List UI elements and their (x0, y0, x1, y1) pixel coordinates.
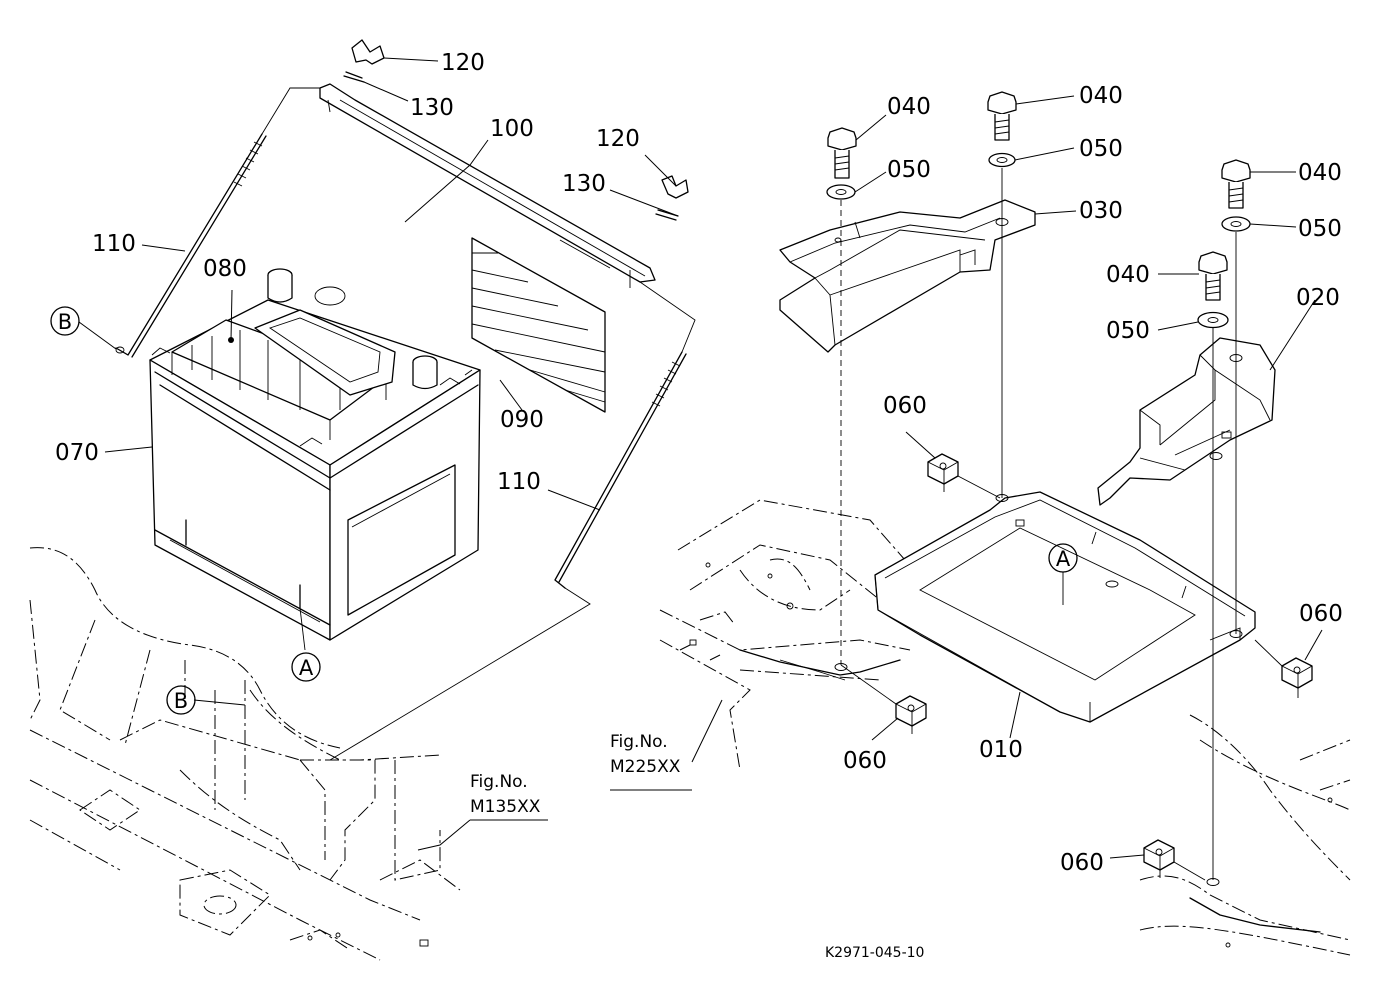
washer-050-a (826, 184, 856, 200)
callout-b-rod: B (50, 306, 80, 336)
svg-text:A: A (1056, 547, 1071, 571)
cage-nut-060-c (1281, 657, 1313, 698)
cage-nut-060-a (927, 453, 959, 492)
wingnut-120-b (655, 175, 689, 221)
bolt-040-a (827, 127, 857, 179)
drawing-code: K2971-045-10 (825, 945, 924, 961)
part-label-040: 040 (1298, 160, 1342, 186)
part-label-040: 040 (887, 94, 931, 120)
callout-a-battery: A (291, 652, 321, 682)
battery-tray-010 (874, 491, 1256, 723)
left-frame-phantom (29, 547, 461, 961)
part-label-110: 110 (497, 469, 541, 495)
svg-text:Fig.No.: Fig.No. (470, 772, 528, 792)
part-label-100: 100 (490, 116, 534, 142)
sheet-090 (471, 237, 606, 413)
bracket-020 (1097, 337, 1276, 506)
part-label-010: 010 (979, 737, 1023, 763)
cage-nut-060-d (1143, 839, 1175, 878)
rod-110-right (554, 351, 687, 589)
bolt-040-d (1198, 251, 1228, 301)
callout-b-frame: B (166, 685, 196, 715)
part-label-130: 130 (410, 95, 454, 121)
part-label-060: 060 (1299, 601, 1343, 627)
part-label-110: 110 (92, 231, 136, 257)
bracket-030 (779, 199, 1036, 353)
figure-reference-right: Fig.No. M225XX (610, 732, 681, 777)
svg-text:A: A (299, 656, 314, 680)
part-label-050: 050 (887, 157, 931, 183)
svg-text:B: B (174, 689, 188, 713)
part-number-labels: 120 130 100 120 130 110 080 090 070 110 … (55, 50, 1343, 876)
battery-070 (149, 268, 481, 641)
part-label-050: 050 (1298, 216, 1342, 242)
svg-text:Fig.No.: Fig.No. (610, 732, 668, 752)
part-label-130: 130 (562, 171, 606, 197)
svg-text:M135XX: M135XX (470, 797, 541, 817)
washer-050-b (988, 152, 1016, 168)
wingnut-120-a (343, 39, 385, 83)
bolt-040-c (1221, 159, 1251, 209)
part-label-120: 120 (441, 50, 485, 76)
part-label-040: 040 (1079, 83, 1123, 109)
washer-050-d (1197, 311, 1229, 329)
part-label-050: 050 (1079, 136, 1123, 162)
svg-text:B: B (58, 310, 72, 334)
part-label-080: 080 (203, 256, 247, 282)
part-label-020: 020 (1296, 285, 1340, 311)
part-label-120: 120 (596, 126, 640, 152)
cage-nut-060-b (895, 695, 927, 734)
part-label-030: 030 (1079, 198, 1123, 224)
right-frame-phantom (659, 499, 1351, 956)
part-label-060: 060 (1060, 850, 1104, 876)
figure-reference-left: Fig.No. M135XX (470, 772, 541, 817)
leader-lines (78, 57, 1323, 859)
part-label-060: 060 (843, 748, 887, 774)
svg-text:M225XX: M225XX (610, 757, 681, 777)
part-label-040: 040 (1106, 262, 1150, 288)
right-assembly-lines (739, 168, 1321, 933)
rod-110-left (115, 133, 267, 358)
left-assembly-lines (261, 87, 696, 761)
part-label-070: 070 (55, 440, 99, 466)
part-label-050: 050 (1106, 318, 1150, 344)
bolt-040-b (987, 91, 1017, 141)
holddown-bar-100 (319, 83, 656, 283)
washer-050-c (1221, 216, 1251, 232)
part-label-090: 090 (500, 407, 544, 433)
part-label-060: 060 (883, 393, 927, 419)
